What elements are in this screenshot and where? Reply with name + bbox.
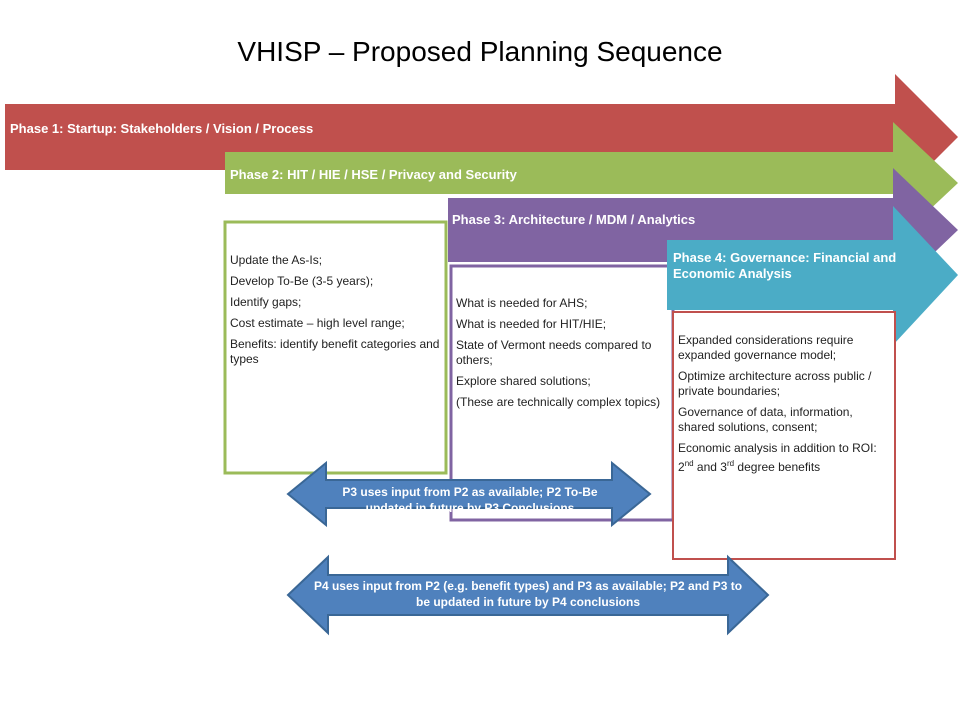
phase4-arrow xyxy=(667,206,958,345)
superscript-nd: nd xyxy=(684,459,694,468)
phase2-arrow xyxy=(225,122,958,244)
economic-text-suffix: degree benefits xyxy=(734,460,821,474)
economic-text-prefix: Economic analysis in addition to ROI: 2 xyxy=(678,441,877,474)
phase4-label: Phase 4: Governance: Financial and Econo… xyxy=(673,250,897,281)
note1-double-arrow xyxy=(286,460,652,528)
superscript-rd: rd xyxy=(726,459,735,468)
phase1-label: Phase 1: Startup: Stakeholders / Vision … xyxy=(10,121,314,136)
list-item: What is needed for AHS; xyxy=(456,296,588,310)
phase2-details: Update the As-Is; Develop To-Be (3-5 yea… xyxy=(230,253,440,373)
list-item: What is needed for HIT/HIE; xyxy=(456,317,607,331)
list-item: Governance of data, information, shared … xyxy=(678,405,853,434)
economic-text-mid: and 3 xyxy=(693,460,727,474)
list-item: Update the As-Is; xyxy=(230,253,323,267)
note1-text: P3 uses input from P2 as available; P2 T… xyxy=(342,485,598,515)
list-item: Optimize architecture across public / pr… xyxy=(678,369,872,398)
note2-double-arrow xyxy=(286,554,770,636)
list-item: Identify gaps; xyxy=(230,295,302,309)
list-item-economic: Economic analysis in addition to ROI: 2n… xyxy=(678,441,890,475)
list-item: Benefits: identify benefit categories an… xyxy=(230,337,440,366)
list-item: Expanded considerations require expanded… xyxy=(678,333,854,362)
phase2-label: Phase 2: HIT / HIE / HSE / Privacy and S… xyxy=(230,167,517,182)
list-item: Explore shared solutions; xyxy=(456,374,591,388)
note2-text: P4 uses input from P2 (e.g. benefit type… xyxy=(313,579,743,609)
list-item: State of Vermont needs compared to other… xyxy=(456,338,652,367)
phase4-details: Expanded considerations require expanded… xyxy=(678,333,890,481)
phase3-label: Phase 3: Architecture / MDM / Analytics xyxy=(452,212,696,227)
list-item: (These are technically complex topics) xyxy=(456,395,661,409)
list-item: Develop To-Be (3-5 years); xyxy=(230,274,374,288)
list-item: Cost estimate – high level range; xyxy=(230,316,405,330)
page-title: VHISP – Proposed Planning Sequence xyxy=(237,36,723,67)
phase3-details: What is needed for AHS; What is needed f… xyxy=(456,296,666,416)
